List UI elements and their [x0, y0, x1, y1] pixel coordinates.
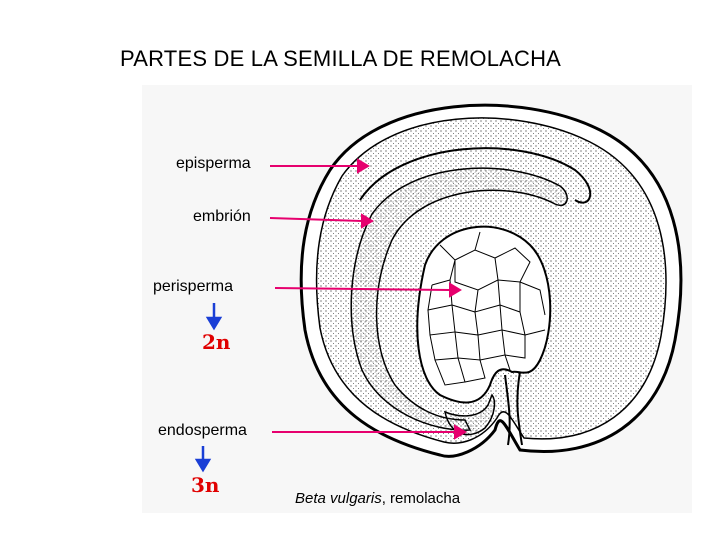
ploidy-2n: 2n	[202, 330, 231, 354]
embryo-line	[359, 147, 592, 204]
label-perisperma: perisperma	[153, 278, 234, 295]
pointer-arrows	[269, 158, 467, 440]
figure-caption: Beta vulgaris, remolacha	[295, 490, 460, 507]
label-episperma: episperma	[176, 155, 251, 172]
label-embrion: embrión	[193, 208, 251, 225]
ploidy-arrow-2n	[205, 303, 223, 331]
ploidy-3n: 3n	[191, 473, 220, 497]
label-endosperma: endosperma	[158, 422, 247, 439]
page-title: PARTES DE LA SEMILLA DE REMOLACHA	[120, 46, 562, 71]
embryo-band	[350, 167, 568, 431]
caption-common-name: , remolacha	[381, 490, 461, 507]
perisperma-cells	[427, 231, 546, 386]
hilum-lines	[504, 371, 523, 446]
caption-species: Beta vulgaris	[295, 490, 382, 507]
ploidy-arrow-3n	[194, 446, 212, 473]
